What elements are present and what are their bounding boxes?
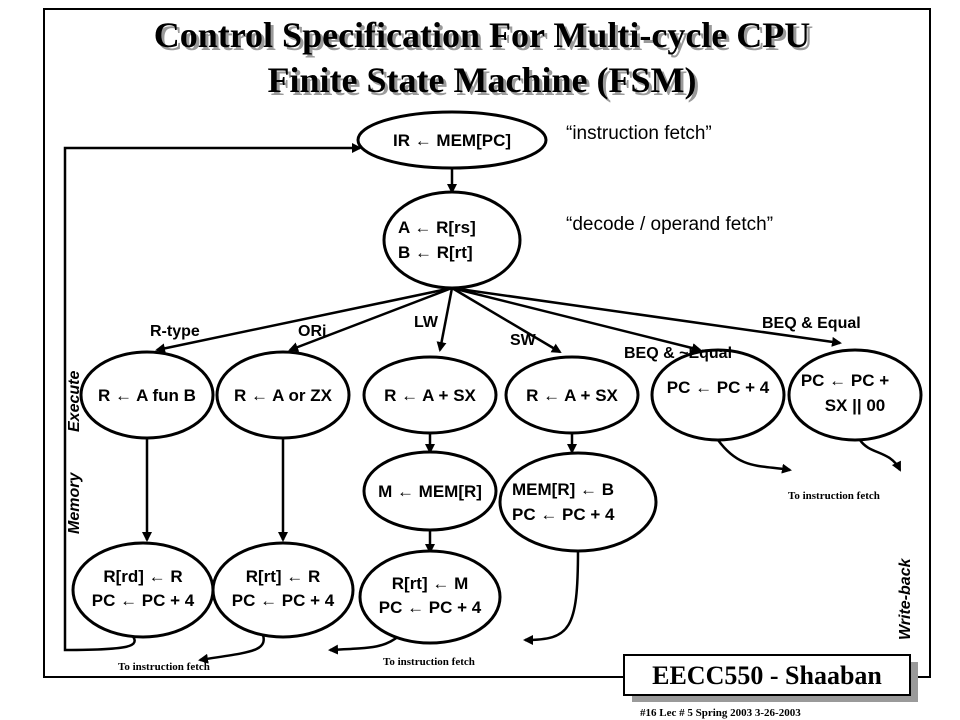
to-beq-ne-arrow <box>451 286 702 353</box>
brand-box: EECC550 - Shaaban <box>623 654 918 702</box>
sw-exec-text: R ← A + SX <box>526 386 618 405</box>
rtype-label: R-type <box>150 323 200 340</box>
brand-text: EECC550 - Shaaban <box>652 661 882 690</box>
rtype-wb-text-line2: PC ← PC + 4 <box>92 591 195 610</box>
decode-note: “decode / operand fetch” <box>566 214 773 235</box>
lw-label: LW <box>414 314 439 331</box>
lw-wb-text-line2: PC ← PC + 4 <box>379 598 482 617</box>
to-fetch-note-beq: To instruction fetch <box>788 490 880 502</box>
sw-label: SW <box>510 332 537 349</box>
phase-writeback-label: Write-back <box>897 557 914 640</box>
state-lw-execute: R ← A + SX <box>362 355 498 435</box>
to-ori-arrow <box>288 286 453 352</box>
title-line2: Finite State Machine (FSM) <box>268 60 697 100</box>
footer-text: #16 Lec # 5 Spring 2003 3-26-2003 <box>640 707 801 719</box>
sw-return-arrow <box>523 549 580 645</box>
state-beq-equal: PC ← PC + SX || 00 <box>787 348 923 442</box>
state-sw-memory: MEM[R] ← B PC ← PC + 4 <box>498 451 658 553</box>
state-ori-execute: R ← A or ZX <box>215 350 351 440</box>
state-decode: A ← R[rs] B ← R[rt] <box>382 190 522 290</box>
beq-ne-label: BEQ & ~Equal <box>624 345 732 362</box>
ori-return-arrow <box>198 631 265 664</box>
sw-mem-text-line2: PC ← PC + 4 <box>512 505 615 524</box>
state-rtype-writeback: R[rd] ← R PC ← PC + 4 <box>71 541 215 639</box>
to-rtype-arrow <box>155 286 453 354</box>
ori-wb-text-line2: PC ← PC + 4 <box>232 591 335 610</box>
beq-ne-text: PC ← PC + 4 <box>667 378 770 397</box>
decode-state-line2: B ← R[rt] <box>398 243 473 262</box>
lw-exec-text: R ← A + SX <box>384 386 476 405</box>
to-beq-eq-arrow <box>451 286 842 347</box>
to-sw-arrow <box>451 286 562 354</box>
title-line1-shadow: Control Specification For Multi-cycle CP… <box>157 18 814 58</box>
ori-label: ORi <box>298 323 326 340</box>
to-fetch-note-rtype: To instruction fetch <box>118 661 210 673</box>
to-fetch-note-lw: To instruction fetch <box>383 656 475 668</box>
rtype-wb-text-line1: R[rd] ← R <box>103 567 182 586</box>
state-instruction-fetch: IR ← MEM[PC] <box>356 110 548 170</box>
beq-eq-text-line1: PC ← PC + <box>801 371 889 390</box>
lw-return-arrow <box>328 634 401 655</box>
decode-state-line1: A ← R[rs] <box>398 218 476 237</box>
beq-eq-label: BEQ & Equal <box>762 315 861 332</box>
fetch-state-text: IR ← MEM[PC] <box>393 131 511 150</box>
state-lw-writeback: R[rt] ← M PC ← PC + 4 <box>358 549 502 645</box>
beq-eq-return-arrow <box>858 439 902 472</box>
title-line1: Control Specification For Multi-cycle CP… <box>154 15 811 55</box>
lw-wb-text-line1: R[rt] ← M <box>392 574 468 593</box>
phase-memory-label: Memory <box>66 472 83 534</box>
ori-wb-text-line1: R[rt] ← R <box>246 567 321 586</box>
rtype-exec-text: R ← A fun B <box>98 386 196 405</box>
state-sw-execute: R ← A + SX <box>504 355 640 435</box>
beq-eq-text-line2: SX || 00 <box>825 396 886 415</box>
slide-frame <box>43 8 931 678</box>
lw-mem-text: M ← MEM[R] <box>378 482 482 501</box>
state-beq-not-equal: PC ← PC + 4 <box>650 348 786 442</box>
state-ori-writeback: R[rt] ← R PC ← PC + 4 <box>211 541 355 639</box>
instruction-fetch-note: “instruction fetch” <box>566 123 712 144</box>
state-rtype-execute: R ← A fun B <box>79 350 215 440</box>
ori-exec-text: R ← A or ZX <box>234 386 333 405</box>
sw-mem-text-line1: MEM[R] ← B <box>512 480 614 499</box>
to-lw-arrow <box>436 287 454 352</box>
phase-execute-label: Execute <box>66 371 83 432</box>
title-line2-shadow: Finite State Machine (FSM) <box>271 63 700 103</box>
beq-ne-return-arrow <box>716 439 792 474</box>
state-lw-memory: M ← MEM[R] <box>362 450 498 532</box>
